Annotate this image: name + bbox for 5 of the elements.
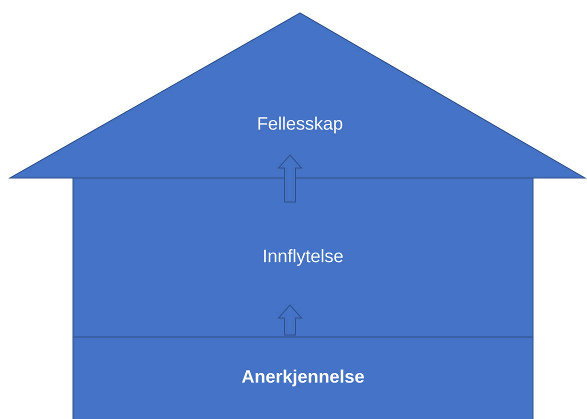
wall-block: Innflytelse xyxy=(72,178,534,338)
wall-block: Anerkjennelse xyxy=(72,336,534,419)
node-label: Innflytelse xyxy=(264,249,343,266)
block-arrow xyxy=(277,154,303,202)
block-arrow xyxy=(277,304,303,336)
